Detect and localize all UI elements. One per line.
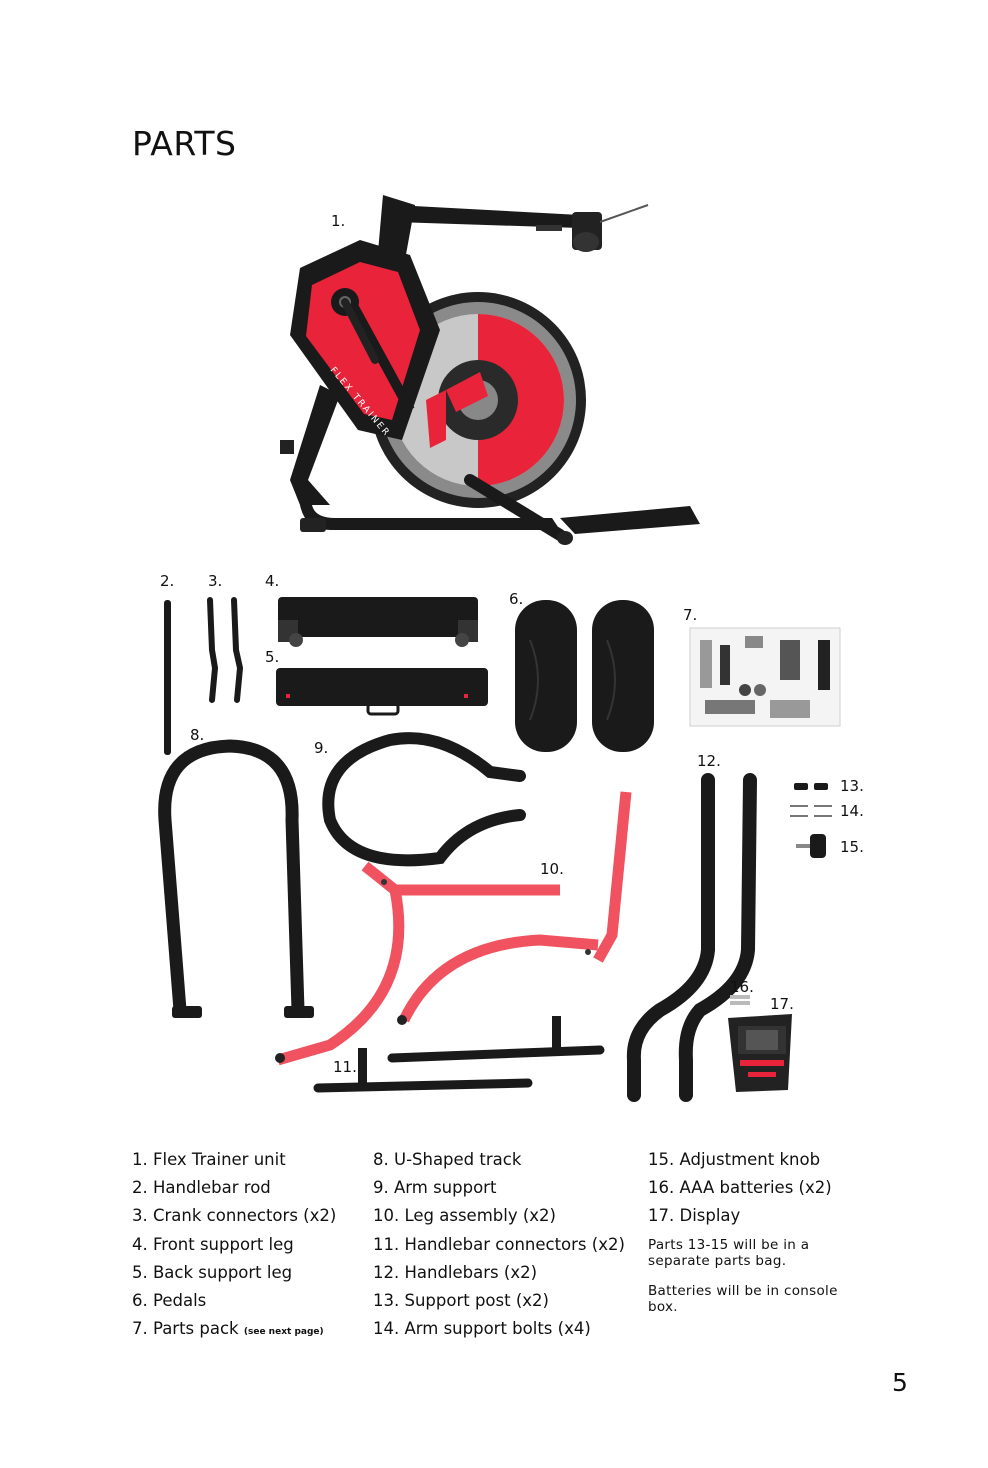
handlebar-connectors-image <box>313 1016 605 1093</box>
handlebars-image <box>626 773 757 1102</box>
list-item: 4. Front support leg <box>132 1234 294 1254</box>
callout-13: 13. <box>840 777 864 795</box>
flex-trainer-unit-image: FLEX TRAINER <box>280 195 700 545</box>
page-title: PARTS <box>132 124 237 163</box>
front-support-leg-image <box>278 597 478 647</box>
pedals-image <box>515 600 654 752</box>
page-number: 5 <box>892 1368 908 1397</box>
batteries-note: Batteries will be in console box. <box>648 1282 838 1315</box>
parts-illustration: FLEX TRAINER <box>158 195 841 1102</box>
list-item: 16. AAA batteries (x2) <box>648 1178 832 1198</box>
callout-17: 17. <box>770 995 794 1013</box>
list-item: 8. U-Shaped track <box>373 1150 522 1169</box>
list-item: 15. Adjustment knob <box>648 1150 821 1169</box>
callout-14: 14. <box>840 802 864 820</box>
list-item: 3. Crank connectors (x2) <box>132 1206 337 1226</box>
leg-assembly-image <box>275 791 632 1066</box>
callout-3: 3. <box>208 572 223 590</box>
callout-11: 11. <box>333 1058 357 1076</box>
list-item-label: 7. Parts pack <box>132 1319 239 1339</box>
list-item: 10. Leg assembly (x2) <box>373 1206 556 1226</box>
parts-list-column-3: 15. Adjustment knob 16. AAA batteries (x… <box>648 1146 838 1315</box>
callout-12: 12. <box>697 752 721 770</box>
parts-pack-image <box>689 627 841 727</box>
list-item: 17. Display <box>648 1206 741 1226</box>
callout-7: 7. <box>683 606 698 624</box>
arm-support-bolts-image <box>790 805 832 817</box>
parts-list-column-1: 1. Flex Trainer unit 2. Handlebar rod 3.… <box>132 1146 336 1346</box>
see-next-page-note: (see next page) <box>243 1327 324 1338</box>
callout-9: 9. <box>314 739 329 757</box>
list-item: 13. Support post (x2) <box>373 1291 549 1311</box>
list-item: 14. Arm support bolts (x4) <box>373 1319 591 1339</box>
list-item: 1. Flex Trainer unit <box>132 1150 286 1169</box>
list-item: 12. Handlebars (x2) <box>373 1262 538 1282</box>
callout-15: 15. <box>840 838 864 856</box>
aaa-batteries-image <box>730 995 750 1005</box>
parts-bag-note: Parts 13-15 will be in a separate parts … <box>648 1236 810 1269</box>
callout-5: 5. <box>265 648 280 666</box>
back-support-leg-image <box>276 668 488 716</box>
callout-8: 8. <box>190 726 205 744</box>
callout-10: 10. <box>540 860 564 878</box>
list-item: 6. Pedals <box>132 1291 207 1311</box>
u-shaped-track-image <box>158 739 314 1018</box>
list-item: 11. Handlebar connectors (x2) <box>373 1234 625 1254</box>
parts-list-column-2: 8. U-Shaped track 9. Arm support 10. Leg… <box>373 1146 625 1343</box>
display-image <box>728 1014 792 1092</box>
callout-4: 4. <box>265 572 280 590</box>
list-item: 2. Handlebar rod <box>132 1178 271 1198</box>
handlebar-rod-image <box>164 600 171 755</box>
support-post-image <box>794 783 828 790</box>
list-item: 7. Parts pack (see next page) <box>132 1315 336 1346</box>
adjustment-knob-image <box>796 834 826 858</box>
callout-1: 1. <box>331 212 346 230</box>
callout-2: 2. <box>160 572 175 590</box>
list-item: 5. Back support leg <box>132 1262 293 1282</box>
arm-support-image <box>322 732 526 867</box>
list-item: 9. Arm support <box>373 1178 497 1198</box>
crank-connectors-image <box>207 597 244 703</box>
callout-6: 6. <box>509 590 524 608</box>
callout-16: 16. <box>730 978 754 996</box>
